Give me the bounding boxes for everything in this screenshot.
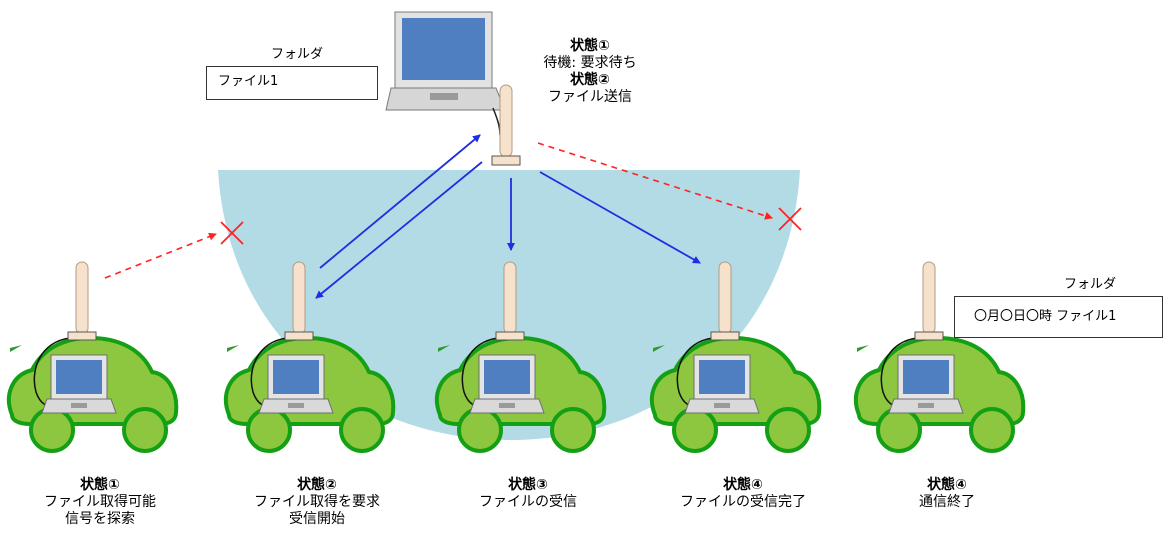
car-3-state: 状態③: [508, 477, 548, 493]
car-5-line-1: 通信終了: [919, 494, 975, 510]
server-state-a-desc: 待機: 要求待ち: [543, 55, 637, 71]
car-5-label: 状態④ 通信終了: [857, 477, 1037, 511]
car-2-state: 状態②: [297, 477, 337, 493]
failed-signal-car5: [537, 142, 773, 220]
server-state-a-title: 状態①: [570, 38, 610, 54]
send-arrow-car4: [539, 171, 701, 264]
server-laptop-icon: [385, 11, 506, 136]
car-4-state: 状態④: [723, 477, 763, 493]
car-4-line-1: ファイルの受信完了: [680, 494, 806, 510]
car-2-line-1: ファイル取得を要求: [254, 494, 380, 510]
failed-signal-car1: [104, 232, 217, 279]
server-state-b-desc: ファイル送信: [548, 89, 632, 105]
car-5-state: 状態④: [927, 477, 967, 493]
server-file-box: ファイル1: [206, 66, 378, 100]
car-1-icon: [6, 260, 179, 453]
car-5-icon: [853, 260, 1026, 453]
cross-mark-2-icon: [778, 207, 802, 231]
car-1-line-1: ファイル取得可能: [44, 494, 156, 510]
car-4-label: 状態④ ファイルの受信完了: [653, 477, 833, 511]
cross-mark-1-icon: [220, 221, 244, 245]
car-1-state: 状態①: [80, 477, 120, 493]
car-1-label: 状態① ファイル取得可能 信号を探索: [10, 477, 190, 528]
received-file-box: 〇月〇日〇時 ファイル1: [954, 296, 1163, 338]
received-folder-label: フォルダ: [1063, 277, 1116, 292]
car-3-label: 状態③ ファイルの受信: [438, 477, 618, 511]
server-folder-label: フォルダ: [270, 47, 323, 62]
car-2-line-2: 受信開始: [289, 511, 345, 527]
car-3-line-1: ファイルの受信: [479, 494, 577, 510]
server-state-label: 状態① 待機: 要求待ち 状態② ファイル送信: [520, 38, 660, 106]
server-antenna-icon: [491, 84, 521, 166]
car-1-line-2: 信号を探索: [65, 511, 135, 527]
request-arrow: [319, 134, 481, 269]
server-state-b-title: 状態②: [570, 72, 610, 88]
send-arrow-car2: [315, 161, 483, 299]
car-2-label: 状態② ファイル取得を要求 受信開始: [227, 477, 407, 528]
